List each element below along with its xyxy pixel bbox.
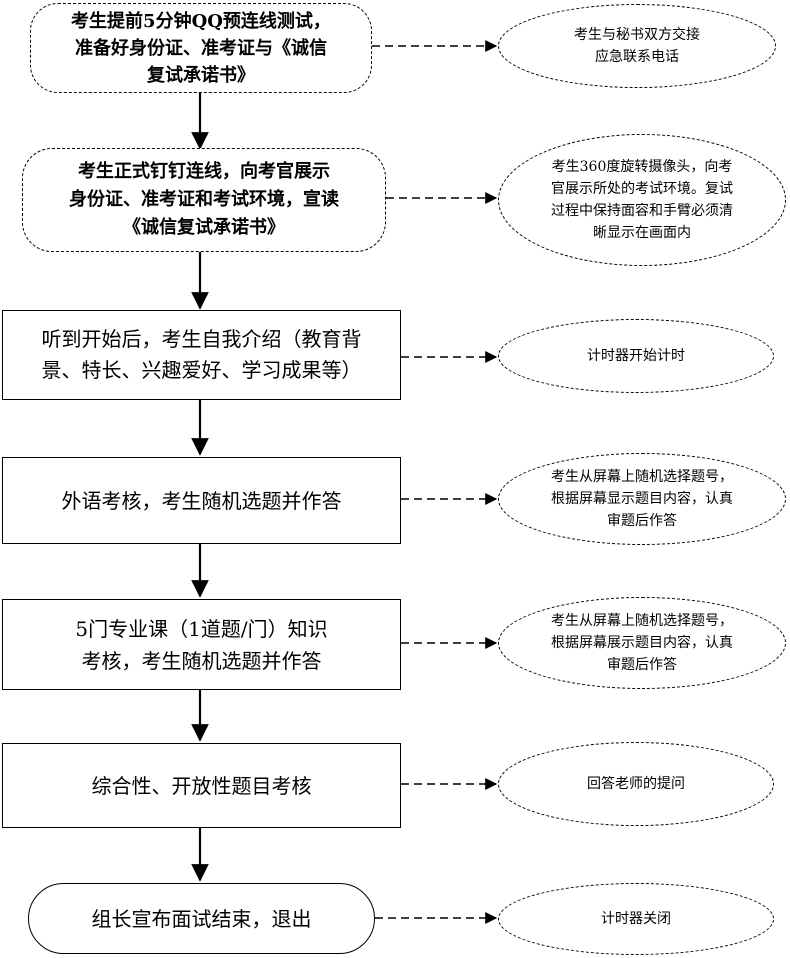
note-text-7: 计时器关闭 xyxy=(601,911,671,927)
step-box-2: 考生正式钉钉连线，向考官展示 身份证、准考证和考试环境，宣读 《诚信复试承诺书》 xyxy=(22,148,386,252)
note-text-3: 计时器开始计时 xyxy=(587,348,685,364)
step-box-6: 综合性、开放性题目考核 xyxy=(2,743,401,828)
note-text-4: 考生从屏幕上随机选择题号， 根据屏幕显示题目内容，认真 审题后作答 xyxy=(551,469,733,529)
note-oval-6: 回答老师的提问 xyxy=(498,742,774,826)
step-box-5: 5门专业课（1道题/门）知识 考核，考生随机选题并作答 xyxy=(2,599,401,690)
note-oval-4: 考生从屏幕上随机选择题号， 根据屏幕显示题目内容，认真 审题后作答 xyxy=(498,453,786,545)
step-text-2: 考生正式钉钉连线，向考官展示 身份证、准考证和考试环境，宣读 《诚信复试承诺书》 xyxy=(69,161,339,238)
step-text-7: 组长宣布面试结束，退出 xyxy=(91,906,312,931)
step-box-4: 外语考核，考生随机选题并作答 xyxy=(2,457,401,544)
step-text-1: 考生提前5分钟QQ预连线测试， 准备好身份证、准考证与《诚信 复试承诺书》 xyxy=(71,10,331,86)
step-box-7-terminal: 组长宣布面试结束，退出 xyxy=(28,883,375,954)
note-text-2: 考生360度旋转摄像头，向考 官展示所处的考试环境。复试 过程中保持面容和手臂必… xyxy=(551,159,733,241)
step-text-4: 外语考核，考生随机选题并作答 xyxy=(61,488,342,513)
note-text-1: 考生与秘书双方交接 应急联系电话 xyxy=(574,27,700,65)
step-text-5: 5门专业课（1道题/门）知识 考核，考生随机选题并作答 xyxy=(75,616,328,673)
note-text-5: 考生从屏幕上随机选择题号， 根据屏幕展示题目内容，认真 审题后作答 xyxy=(551,613,733,673)
note-oval-7: 计时器关闭 xyxy=(498,883,774,955)
step-box-3: 听到开始后，考生自我介绍（教育背 景、特长、兴趣爱好、学习成果等） xyxy=(2,310,401,400)
note-oval-5: 考生从屏幕上随机选择题号， 根据屏幕展示题目内容，认真 审题后作答 xyxy=(498,597,786,689)
note-oval-1: 考生与秘书双方交接 应急联系电话 xyxy=(498,4,776,88)
step-text-3: 听到开始后，考生自我介绍（教育背 景、特长、兴趣爱好、学习成果等） xyxy=(41,327,362,382)
note-oval-2: 考生360度旋转摄像头，向考 官展示所处的考试环境。复试 过程中保持面容和手臂必… xyxy=(498,134,786,266)
note-text-6: 回答老师的提问 xyxy=(587,776,685,792)
note-oval-3: 计时器开始计时 xyxy=(498,319,774,393)
step-text-6: 综合性、开放性题目考核 xyxy=(91,773,312,798)
step-box-1: 考生提前5分钟QQ预连线测试， 准备好身份证、准考证与《诚信 复试承诺书》 xyxy=(30,3,372,93)
